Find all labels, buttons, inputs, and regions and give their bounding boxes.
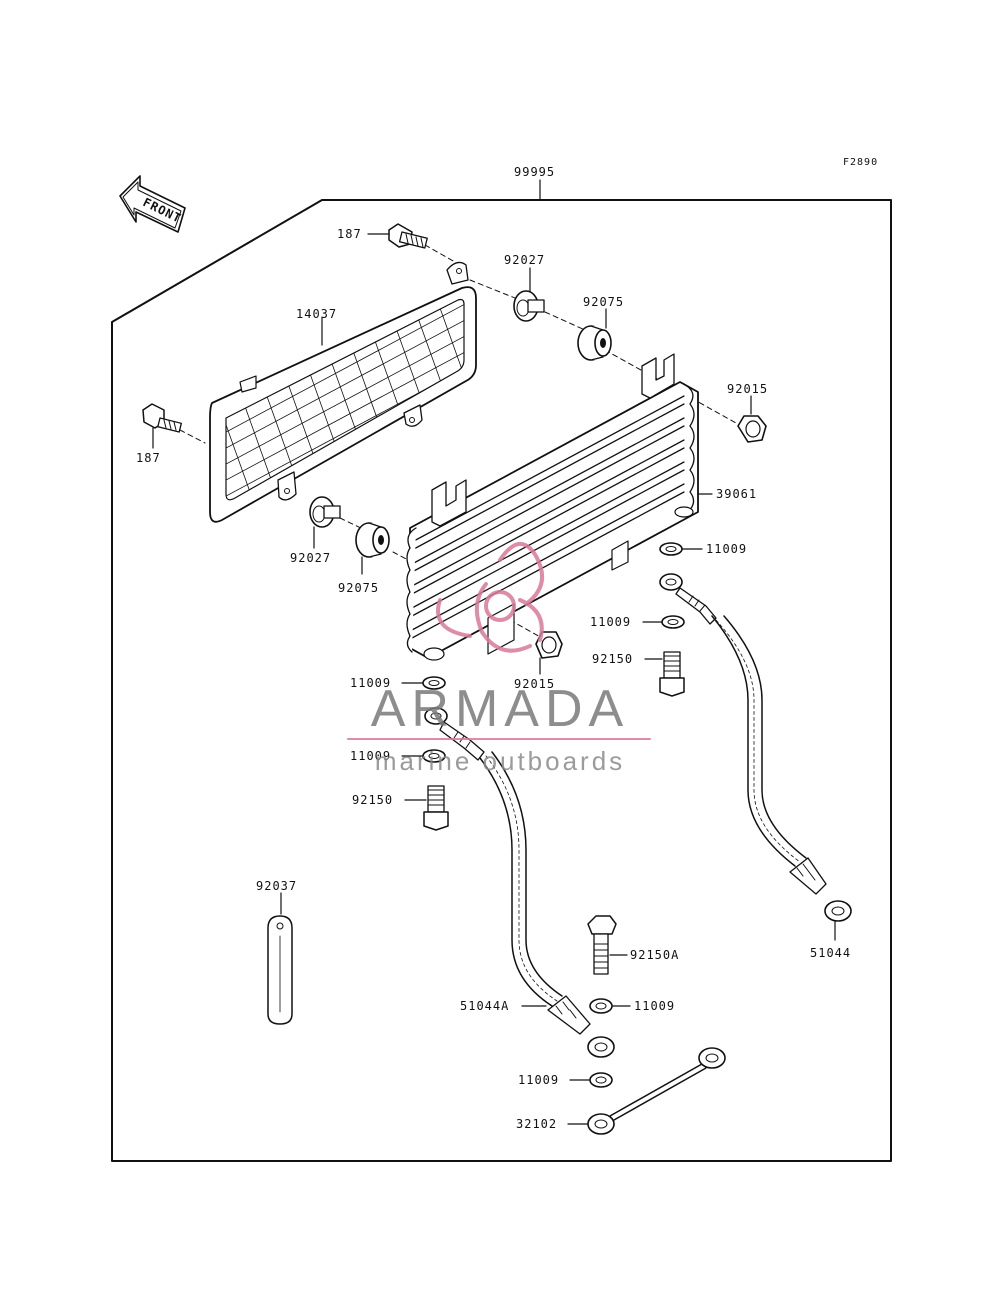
oil-cooler-screen[interactable] [200, 261, 502, 542]
label-gasket-b1: 11009 [634, 999, 675, 1013]
front-arrow: FRONT [119, 175, 186, 233]
label-pipe: 32102 [516, 1117, 557, 1131]
label-gasket-l1: 11009 [350, 676, 391, 690]
gasket-11009-r1[interactable] [659, 542, 683, 556]
label-bolt-r: 92150 [592, 652, 633, 666]
label-bolt-l: 92150 [352, 793, 393, 807]
assembly-number-label: 99995 [514, 165, 555, 179]
label-gasket-r1: 11009 [706, 542, 747, 556]
label-hose-right: 51044 [810, 946, 851, 960]
assembly-frame [111, 199, 892, 1162]
cooler-fins [411, 395, 685, 639]
gasket-11009-l2[interactable] [422, 749, 446, 763]
bolt-187-top[interactable] [388, 223, 428, 249]
label-grommet-top: 92075 [583, 295, 624, 309]
bolt-92150-right[interactable] [659, 651, 685, 697]
label-collar-top: 92027 [504, 253, 545, 267]
clamp-band-92037[interactable] [267, 915, 293, 1025]
bolt-187-left[interactable] [142, 403, 182, 433]
label-bolt-top: 187 [337, 227, 362, 241]
armada-watermark: ARMADA marine outboards [347, 542, 651, 776]
label-gasket-r2: 11009 [590, 615, 631, 629]
cooler-end-right [683, 383, 695, 513]
assembly-guides [179, 244, 746, 639]
nut-92015-top[interactable] [737, 415, 767, 443]
label-gasket-l2: 11009 [350, 749, 391, 763]
armada-logo-mark [436, 542, 545, 653]
cooler-end-left [406, 527, 417, 653]
gasket-11009-b2[interactable] [589, 1072, 613, 1088]
gasket-11009-b1[interactable] [589, 998, 613, 1014]
oil-cooler-39061[interactable] [406, 353, 699, 661]
label-bolt-left: 187 [136, 451, 161, 465]
label-nut-bottom: 92015 [514, 677, 555, 691]
label-gasket-b2: 11009 [518, 1073, 559, 1087]
bolt-92150a[interactable] [587, 915, 617, 975]
label-hose-left: 51044A [460, 999, 509, 1013]
label-screen: 14037 [296, 307, 337, 321]
gasket-11009-r2[interactable] [661, 615, 685, 629]
label-cooler: 39061 [716, 487, 757, 501]
collar-92027-top[interactable] [513, 290, 545, 322]
watermark-tagline: marine outboards [375, 746, 625, 776]
label-band: 92037 [256, 879, 297, 893]
oil-hose-51044[interactable] [659, 573, 852, 922]
watermark-brand: ARMADA [371, 680, 629, 738]
label-collar-bottom: 92027 [290, 551, 331, 565]
collar-92027-bottom[interactable] [309, 496, 341, 528]
label-grommet-bottom: 92075 [338, 581, 379, 595]
label-bolt-a: 92150A [630, 948, 679, 962]
gasket-11009-l1[interactable] [422, 676, 446, 690]
grommet-92075-bottom[interactable] [355, 522, 390, 558]
label-nut-top: 92015 [727, 382, 768, 396]
oil-pipe-32102[interactable] [587, 1047, 726, 1135]
figure-code: F2890 [843, 157, 878, 168]
grommet-92075-top[interactable] [577, 325, 612, 361]
bolt-92150-left[interactable] [423, 785, 449, 831]
